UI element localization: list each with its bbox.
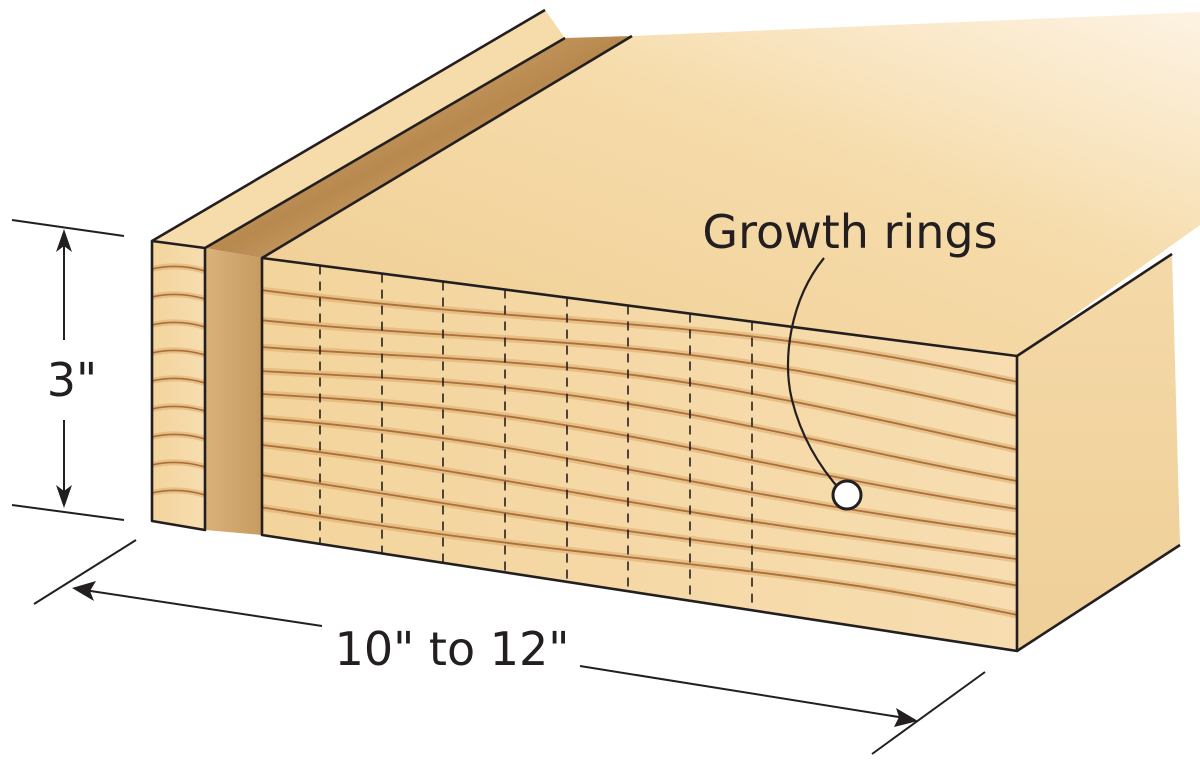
growth-ring-line: [262, 370, 1017, 482]
height-label: 3": [47, 353, 97, 407]
board-outlines: [150, 8, 1181, 653]
height-dimension: [11, 219, 125, 521]
board-side-face: [1017, 254, 1180, 651]
growth-ring-line: [262, 474, 1017, 587]
growth-rings-pointer-dot: [831, 479, 863, 511]
growth-ring-line: [262, 417, 1017, 536]
slice-end-face: [152, 241, 205, 530]
growth-ring-line: [262, 319, 1017, 417]
growth-ring-line: [262, 393, 1017, 510]
board-top-surface: [262, 12, 1200, 356]
kerf-wall: [205, 248, 262, 535]
slice-top-edge: [152, 10, 565, 248]
growth-ring-line: [262, 289, 1017, 383]
board-end-face: [262, 258, 1017, 651]
width-label: 10" to 12": [335, 622, 570, 676]
growth-rings-label: Growth rings: [702, 205, 997, 259]
growth-ring-line: [262, 506, 1017, 616]
growth-ring-line: [262, 346, 1017, 451]
growth-rings-leader: [786, 257, 843, 493]
growth-ring-line: [262, 444, 1017, 560]
kerf-groove-surface: [205, 36, 632, 258]
width-dimension: [33, 539, 986, 755]
